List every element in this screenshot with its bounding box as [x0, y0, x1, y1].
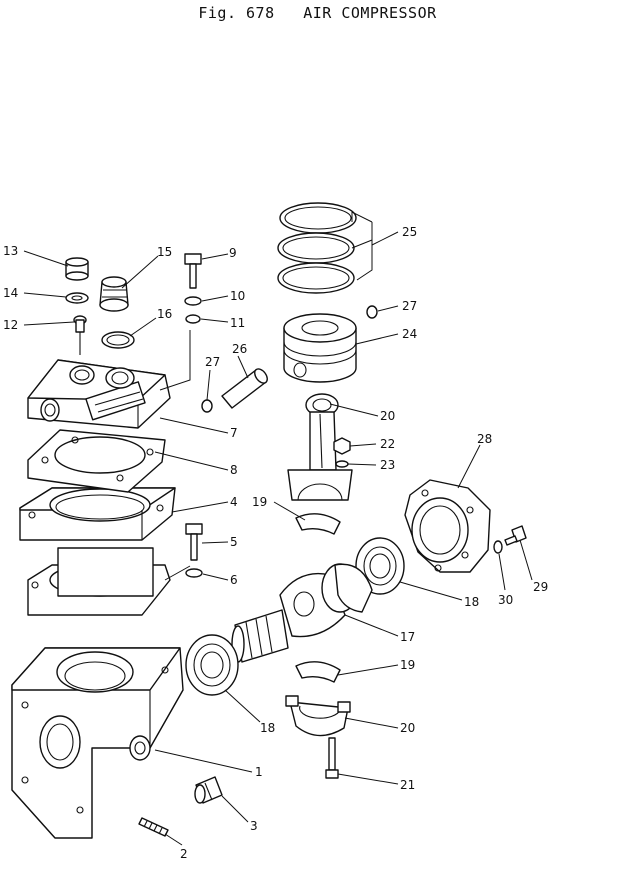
callout-27-upper: 27	[402, 299, 417, 313]
circlip-27-lower	[201, 399, 213, 413]
callout-16: 16	[157, 307, 172, 321]
figure-name: AIR COMPRESSOR	[303, 4, 437, 22]
callout-18-right: 18	[464, 595, 479, 609]
bearing-shell-19-upper	[295, 513, 341, 535]
callout-27-lower: 27	[205, 355, 220, 369]
callout-2: 2	[180, 847, 188, 861]
callout-19-upper: 19	[252, 495, 267, 509]
leader-lines	[23, 211, 533, 846]
callout-10: 10	[230, 289, 245, 303]
callout-24: 24	[402, 327, 417, 341]
callout-15: 15	[157, 245, 172, 259]
stud-part	[138, 817, 169, 837]
callout-23: 23	[380, 458, 395, 472]
callout-17: 17	[400, 630, 415, 644]
callout-11: 11	[230, 316, 245, 330]
callout-labels: 13 14 12 15 16 9 10 11 27 26 7 8 4 5 6 1…	[3, 225, 548, 861]
callout-1: 1	[255, 765, 263, 779]
callout-20-upper: 20	[380, 409, 395, 423]
callout-7: 7	[230, 426, 238, 440]
callout-6: 6	[230, 573, 238, 587]
callout-21: 21	[400, 778, 415, 792]
callout-22: 22	[380, 437, 395, 451]
connecting-rod-20	[287, 393, 353, 501]
callout-28: 28	[477, 432, 492, 446]
valve-fitting-12	[73, 315, 87, 355]
callout-18-left: 18	[260, 721, 275, 735]
gasket-part	[27, 429, 166, 493]
callout-29: 29	[533, 580, 548, 594]
piston-pin-26	[221, 368, 268, 409]
assembly-line-head	[159, 330, 191, 391]
callout-14: 14	[3, 286, 18, 300]
bolt-5	[185, 523, 203, 561]
figure-title: Fig. 678 AIR COMPRESSOR	[0, 4, 635, 22]
bolt-29	[504, 525, 527, 546]
piston-rings-25	[277, 202, 357, 294]
callout-19-lower: 19	[400, 658, 415, 672]
washer-10	[184, 296, 202, 306]
nut-22	[333, 437, 351, 455]
callout-8: 8	[230, 463, 238, 477]
washer-11	[185, 314, 201, 324]
rod-bolt-21	[325, 737, 339, 779]
callout-30: 30	[498, 593, 513, 607]
crankshaft-17	[231, 563, 373, 663]
washer-23	[335, 460, 349, 468]
ball-bearing-18-left	[185, 634, 239, 696]
cylinder-part	[19, 487, 176, 616]
washer-6	[185, 568, 203, 578]
plug-part	[194, 776, 223, 804]
washer-14	[65, 292, 89, 304]
end-cover-28	[404, 479, 491, 573]
o-ring-16	[101, 331, 135, 349]
cylinder-head-part	[27, 359, 171, 429]
plug-fitting-13	[65, 257, 89, 281]
assembly-line-cylinder	[164, 565, 191, 581]
rod-cap-20	[285, 695, 351, 737]
callout-3: 3	[250, 819, 258, 833]
elbow-fitting-15	[99, 276, 129, 312]
callout-25: 25	[402, 225, 417, 239]
callout-5: 5	[230, 535, 238, 549]
callout-20-lower: 20	[400, 721, 415, 735]
washer-30	[493, 540, 503, 554]
piston-24	[283, 313, 357, 383]
callout-9: 9	[229, 246, 237, 260]
callout-13: 13	[3, 244, 18, 258]
circlip-27-upper	[366, 305, 378, 319]
figure-number: Fig. 678	[198, 4, 275, 22]
callout-26: 26	[232, 342, 247, 356]
callout-12: 12	[3, 318, 18, 332]
bearing-shell-19-lower	[295, 661, 341, 683]
crankcase-part	[11, 647, 184, 839]
callout-4: 4	[230, 495, 238, 509]
bolt-9	[184, 253, 202, 289]
